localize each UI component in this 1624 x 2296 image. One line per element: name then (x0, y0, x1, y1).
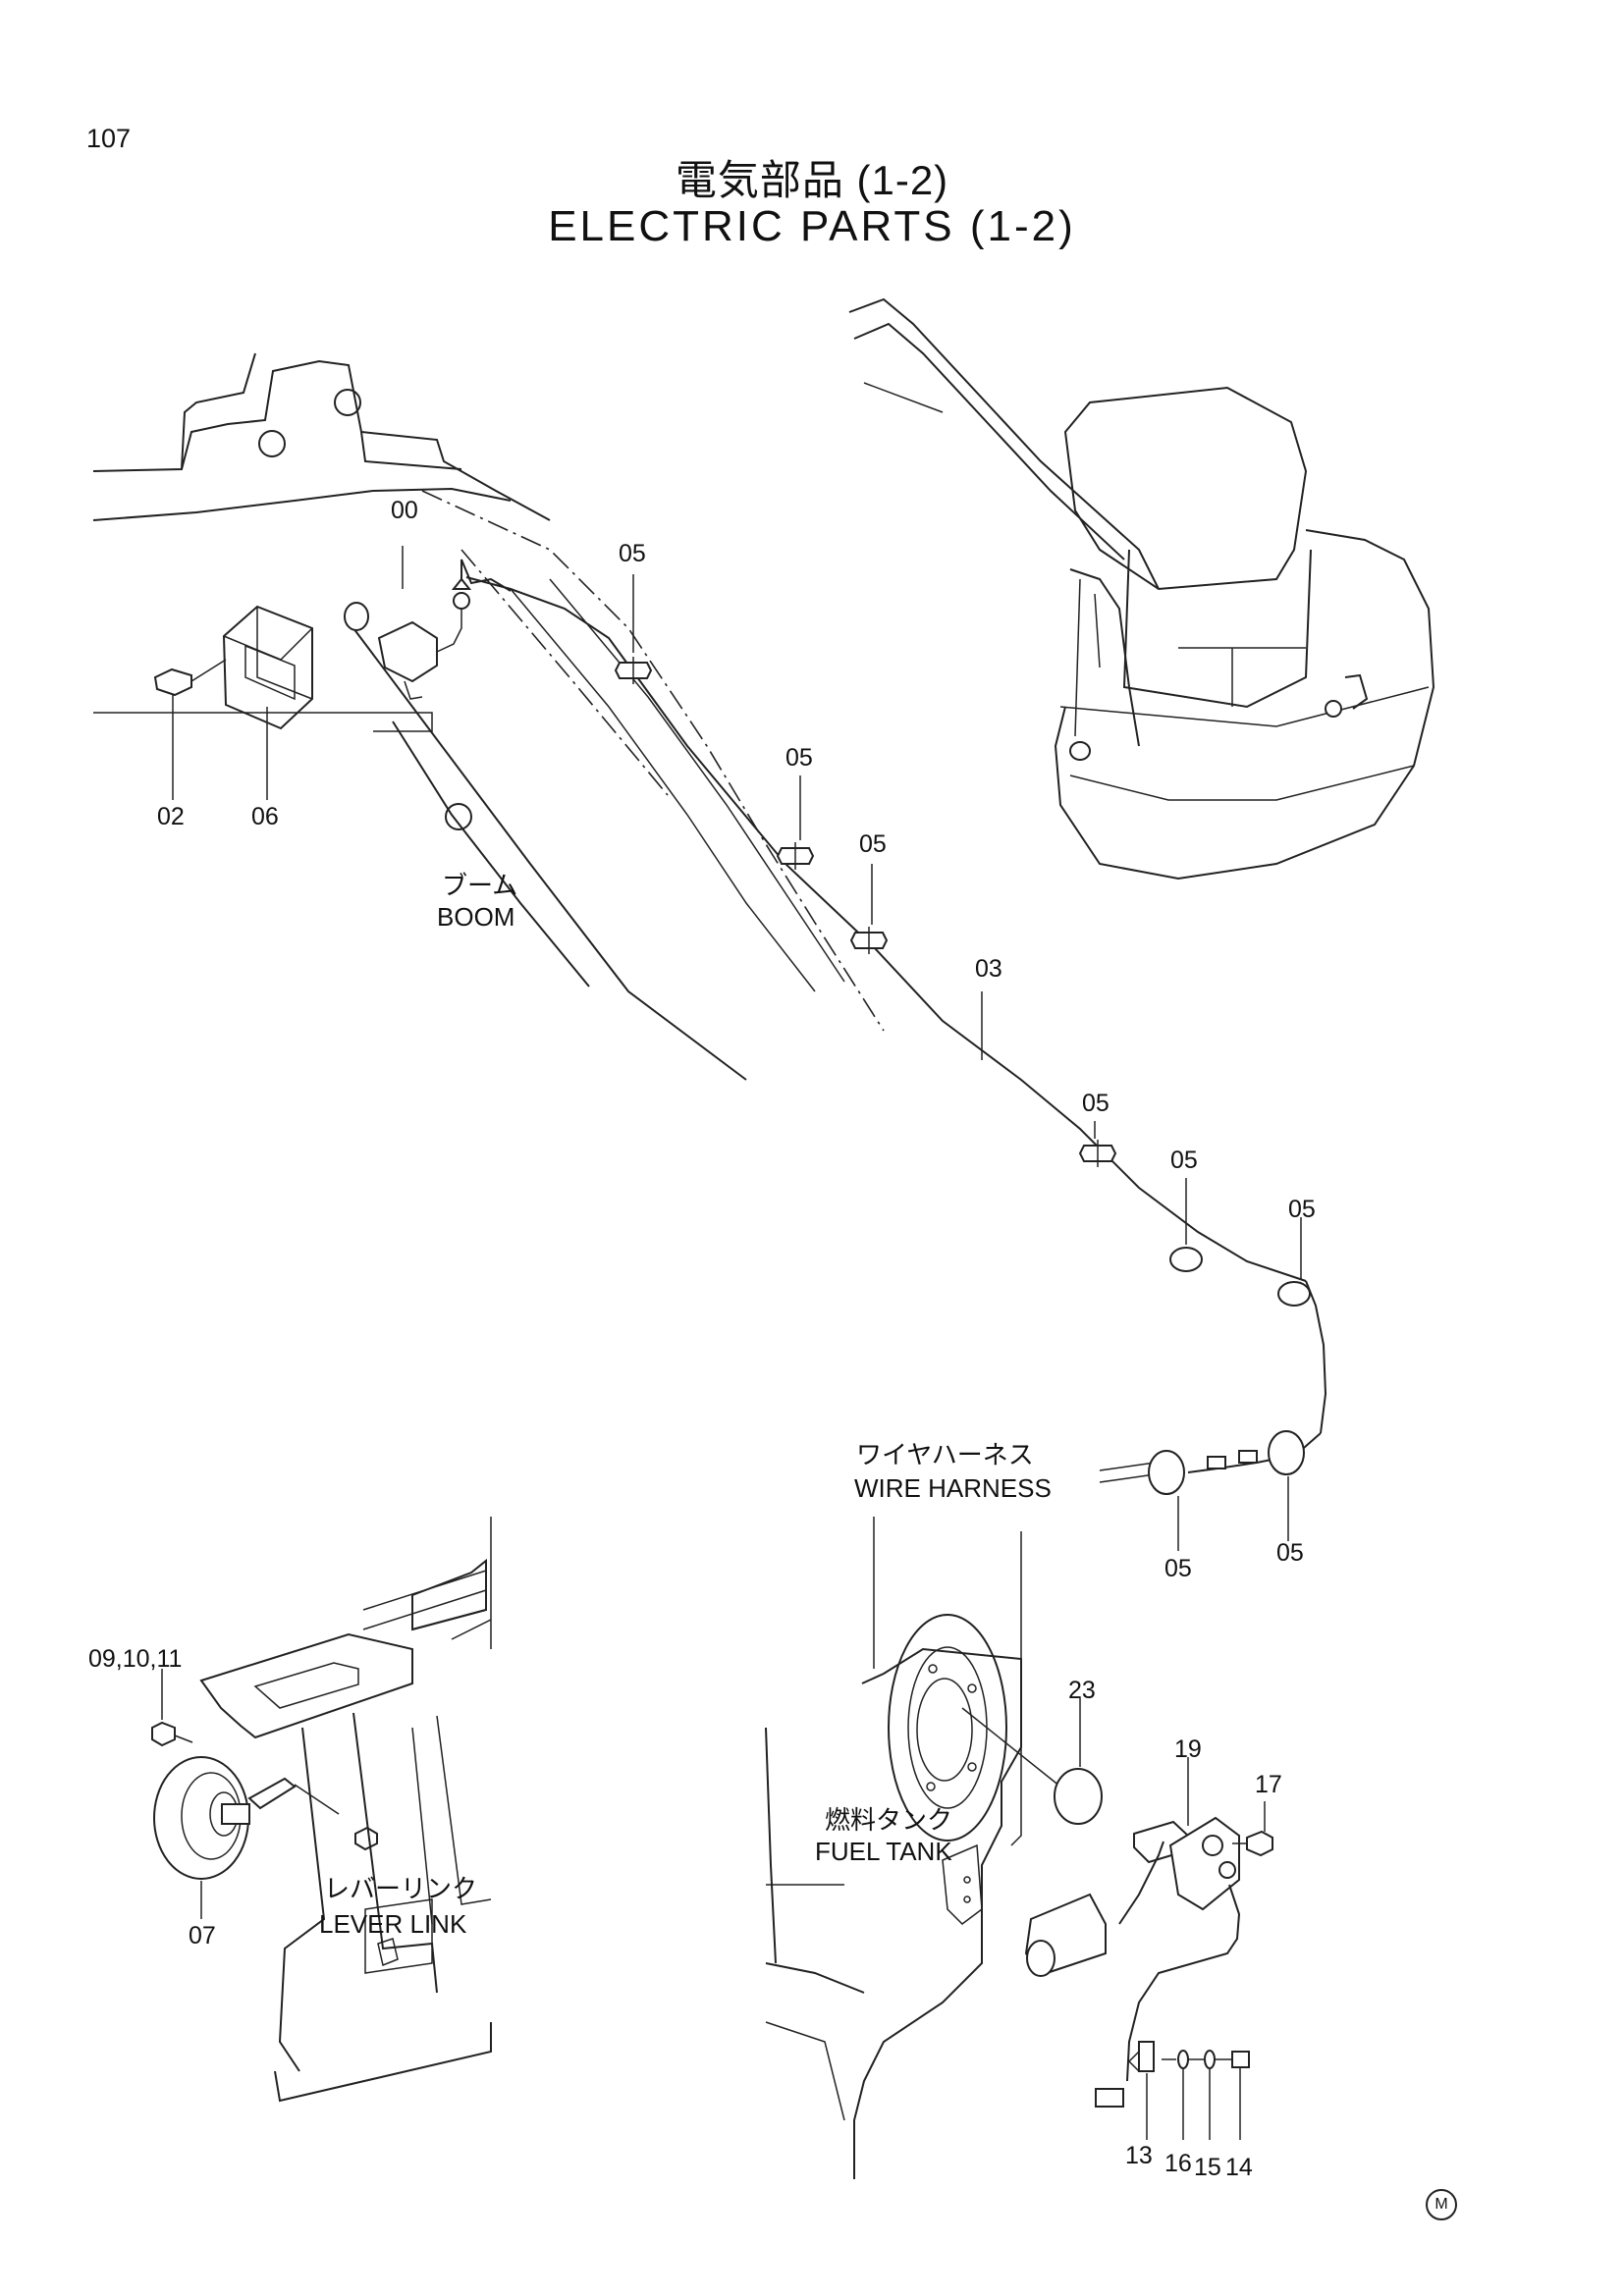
label-fuel-tank-japanese: 燃料タンク (825, 1805, 953, 1835)
label-lever-link-japanese: レバーリンク (324, 1874, 478, 1903)
page-title-japanese: 電気部品 (1-2) (675, 157, 949, 203)
callout-23: 23 (1068, 1677, 1096, 1704)
wire-harness-route (465, 576, 1327, 1483)
callout-05: 05 (1170, 1147, 1198, 1174)
corner-circle-mark: M (1426, 2189, 1457, 2220)
label-lever-link: LEVER LINK (319, 1909, 467, 1939)
harness-clamps (614, 574, 1311, 1551)
callout-15: 15 (1194, 2154, 1221, 2181)
page-number: 107 (86, 124, 132, 153)
label-wire-harness-japanese: ワイヤハーネス (856, 1440, 1034, 1469)
fuel-tank-assembly (765, 1517, 1273, 2179)
callout-05: 05 (785, 744, 813, 772)
callout-16: 16 (1164, 2150, 1192, 2177)
callout-13: 13 (1125, 2142, 1153, 2169)
page-title-english: ELECTRIC PARTS (1-2) (548, 202, 1076, 250)
excavator-upper-structure (848, 297, 1435, 881)
callout-00: 00 (391, 497, 418, 524)
horn-assembly (151, 1669, 378, 1919)
callout-02: 02 (157, 803, 185, 830)
work-light-assembly (93, 546, 512, 800)
label-fuel-tank: FUEL TANK (815, 1837, 952, 1866)
callout-03: 03 (975, 955, 1002, 983)
label-wire-harness: WIRE HARNESS (854, 1473, 1052, 1503)
label-boom-japanese: ブーム (442, 871, 518, 900)
callout-14: 14 (1225, 2154, 1253, 2181)
callout-09-10-11: 09,10,11 (88, 1645, 183, 1673)
callout-19: 19 (1174, 1735, 1202, 1763)
label-boom: BOOM (437, 902, 515, 932)
callout-05: 05 (1164, 1555, 1192, 1582)
lever-link-frame (199, 1517, 492, 2103)
callout-05: 05 (859, 830, 887, 858)
callout-05: 05 (1082, 1090, 1110, 1117)
boom-outline (92, 352, 885, 1081)
callout-05: 05 (619, 540, 646, 567)
callout-07: 07 (189, 1922, 216, 1949)
callout-17: 17 (1255, 1771, 1282, 1798)
callout-05: 05 (1276, 1539, 1304, 1567)
callout-05: 05 (1288, 1196, 1316, 1223)
callout-06: 06 (251, 803, 279, 830)
